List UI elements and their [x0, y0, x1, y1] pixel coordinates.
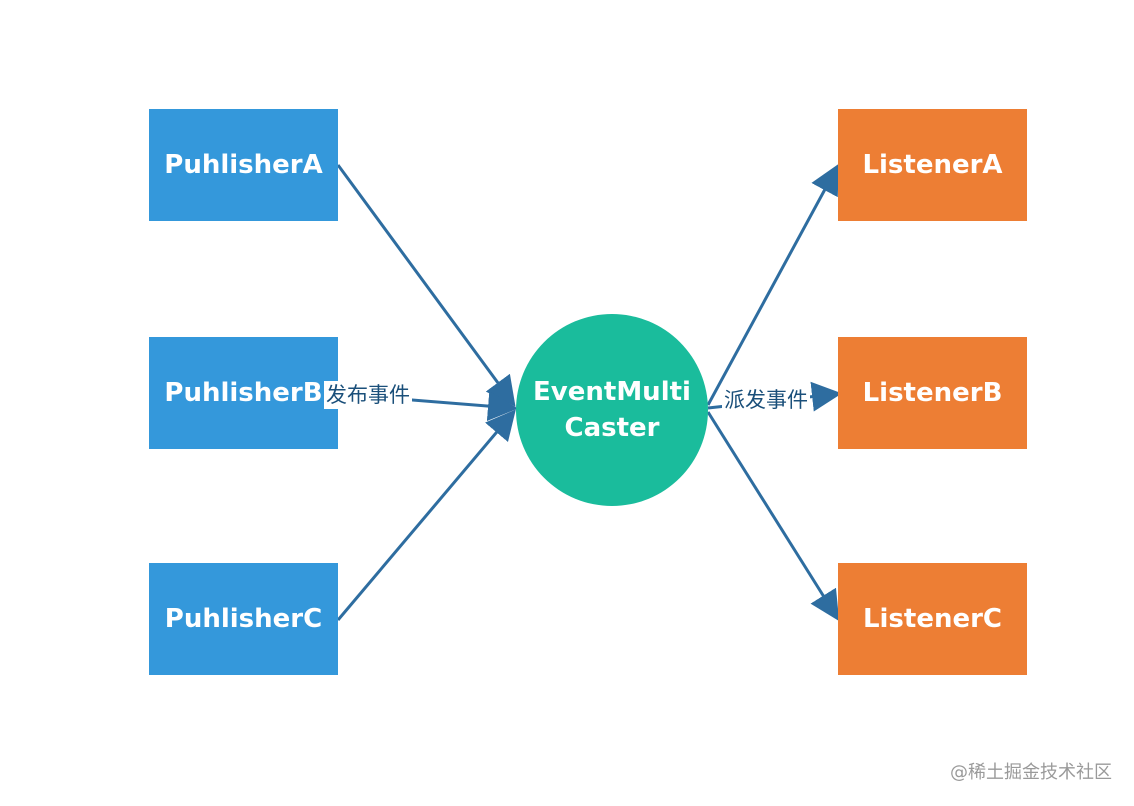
- listener-b-box: ListenerB: [838, 337, 1027, 449]
- arrow-publisher-a-to-hub: [336, 164, 516, 407]
- arrow-publisher-c-to-hub: [336, 409, 516, 621]
- listener-c-box: ListenerC: [838, 563, 1027, 675]
- publisher-b-box: PuhlisherB: [149, 337, 338, 449]
- listener-b-label: ListenerB: [862, 378, 1003, 408]
- publisher-c-label: PuhlisherC: [164, 604, 323, 634]
- event-multicaster-node: EventMultiCaster: [516, 314, 708, 506]
- publisher-a-label: PuhlisherA: [164, 150, 323, 180]
- event-multicaster-label: EventMultiCaster: [533, 377, 691, 443]
- publish-event-label: 发布事件: [324, 381, 412, 409]
- listener-c-label: ListenerC: [862, 604, 1003, 634]
- publisher-b-label: PuhlisherB: [164, 378, 323, 408]
- listener-a-label: ListenerA: [862, 150, 1003, 180]
- publisher-a-box: PuhlisherA: [149, 109, 338, 221]
- listener-a-box: ListenerA: [838, 109, 1027, 221]
- publisher-c-box: PuhlisherC: [149, 563, 338, 675]
- dispatch-event-label: 派发事件: [722, 386, 810, 414]
- watermark: @稀土掘金技术社区: [950, 762, 1112, 783]
- arrow-hub-to-listener-a: [706, 163, 839, 406]
- arrow-hub-to-listener-c: [706, 411, 840, 622]
